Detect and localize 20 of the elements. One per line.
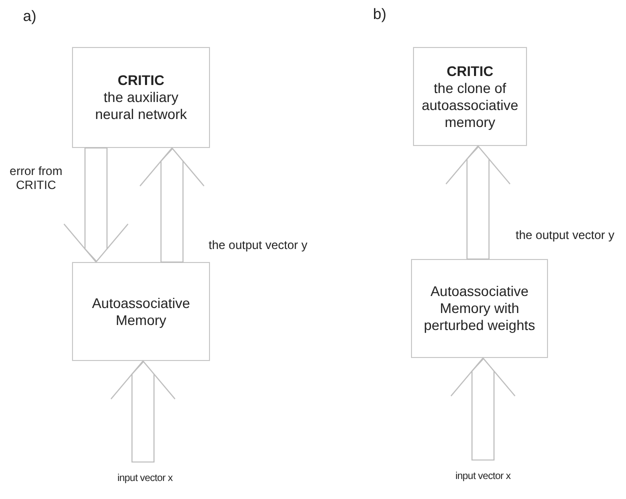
block-arrow [139,147,205,263]
panel-label: b) [373,6,386,23]
edge-label: the output vector y [208,238,308,252]
box-heading: CRITIC [446,62,494,80]
process-box [72,262,210,361]
block-arrow [110,360,176,463]
box-text: the clone of autoassociative memory [420,80,520,130]
process-box [411,259,548,358]
box-heading: CRITIC [118,72,164,89]
box-text: Autoassociative Memory with perturbed weights [422,283,536,334]
block-arrow [63,147,129,263]
input-label: input vector x [455,470,511,484]
block-arrow [445,145,511,260]
process-box [72,47,210,148]
block-arrow [450,357,516,461]
input-label: input vector x [117,472,173,486]
process-box [413,47,527,146]
panel-label: a) [23,8,36,25]
box-text: Autoassociative Memory [90,294,192,328]
box-text: the auxiliary neural network [95,89,187,123]
